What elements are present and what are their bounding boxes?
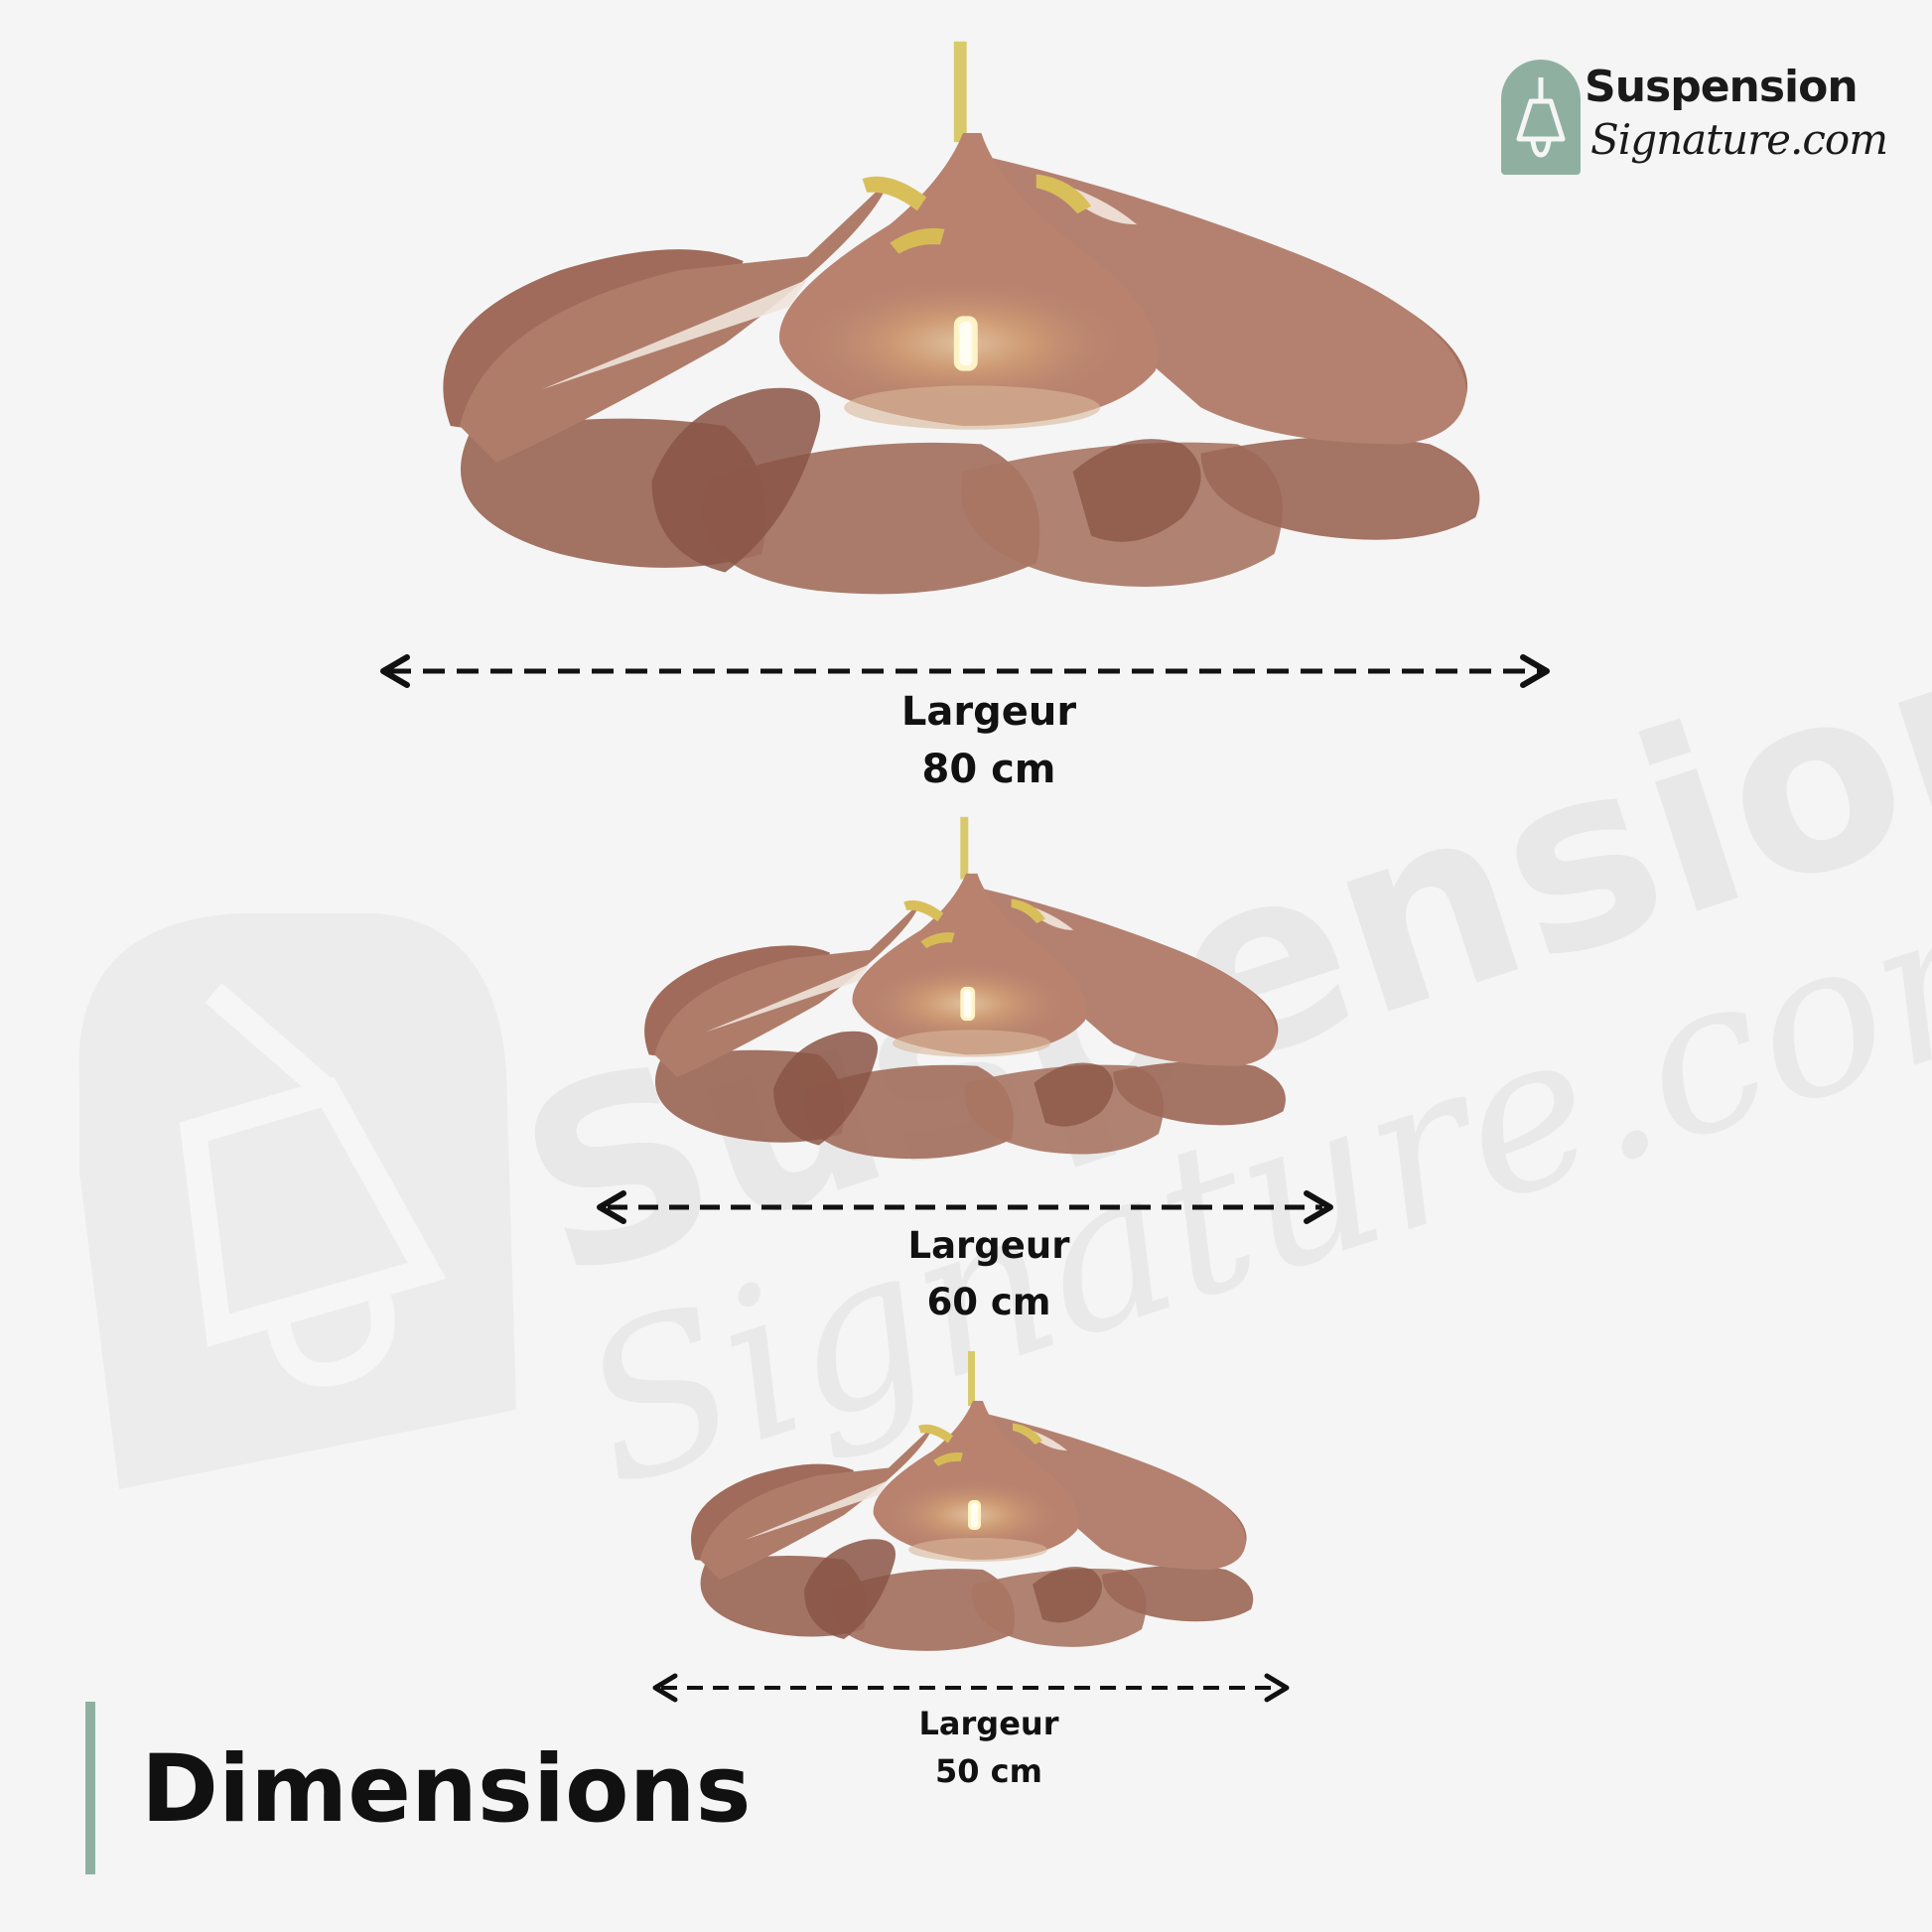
pendant-lamp-illustration xyxy=(691,1351,1254,1651)
logo-badge xyxy=(1501,60,1581,175)
lamp-80cm-image xyxy=(377,36,1549,651)
pendant-lamp-illustration xyxy=(443,41,1480,595)
dimension-value: 50 cm xyxy=(935,1752,1042,1790)
dimension-label-60cm: Largeur 60 cm xyxy=(840,1217,1138,1331)
brand-logo[interactable]: Suspension Signature.com xyxy=(1501,60,1898,177)
width-arrow-60cm xyxy=(597,1190,1333,1224)
dimension-value: 80 cm xyxy=(921,747,1056,792)
width-arrow-50cm xyxy=(652,1673,1290,1703)
brand-name-line2: Signature.com xyxy=(1590,115,1888,164)
lamp-cord xyxy=(960,816,969,880)
lamp-icon xyxy=(1516,77,1566,158)
lamp-60cm-image xyxy=(604,810,1328,1197)
lamp-cord xyxy=(968,1351,975,1406)
brand-name-line1: Suspension xyxy=(1585,62,1859,112)
page-title: Dimensions xyxy=(141,1735,752,1844)
lamp-50cm-image xyxy=(655,1346,1291,1684)
dimension-label-50cm: Largeur 50 cm xyxy=(840,1700,1138,1795)
watermark-logo-icon xyxy=(78,913,516,1489)
width-arrow-80cm xyxy=(380,654,1550,688)
lamp-cord xyxy=(953,41,967,143)
dimension-value: 60 cm xyxy=(926,1281,1051,1324)
dimension-label-text: Largeur xyxy=(900,689,1077,735)
dimension-label-text: Largeur xyxy=(918,1705,1059,1742)
dimension-label-80cm: Largeur 80 cm xyxy=(840,683,1138,798)
pendant-lamp-illustration xyxy=(644,816,1286,1160)
title-accent-bar xyxy=(85,1702,95,1874)
dimension-label-text: Largeur xyxy=(907,1224,1070,1267)
